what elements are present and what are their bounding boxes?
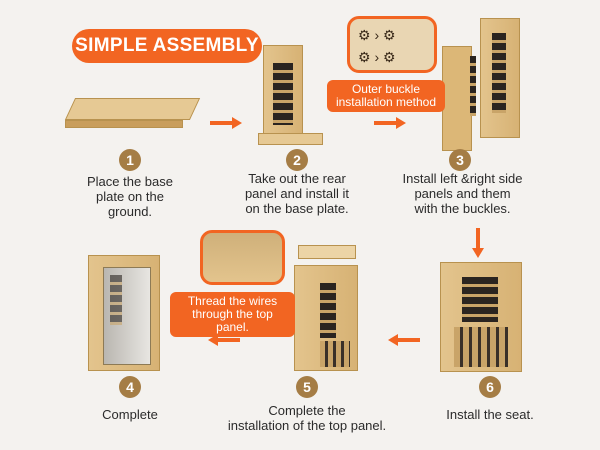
step-6-caption: Install the seat. xyxy=(446,407,534,422)
top-panel-illustration xyxy=(290,245,365,373)
step-1-badge: 1 xyxy=(119,149,141,171)
step-2-caption: Take out the rear panel and install it o… xyxy=(244,171,350,216)
step-1-caption: Place the base plate on the ground. xyxy=(86,174,173,219)
seat-illustration xyxy=(440,262,525,374)
buckle-detail-bubble: ⚙ › ⚙ ⚙ › ⚙ xyxy=(347,16,437,73)
step-3-caption: Install left &right side panels and them… xyxy=(402,171,523,216)
step-5-caption: Complete the installation of the top pan… xyxy=(227,403,387,433)
buckle-icon: ⚙ › ⚙ xyxy=(358,27,396,43)
step-5-badge: 5 xyxy=(296,376,318,398)
step-4-caption: Complete xyxy=(102,407,158,422)
arrow-right-icon xyxy=(374,117,406,129)
arrow-down-icon xyxy=(472,228,484,258)
rear-panel-illustration xyxy=(258,45,323,145)
step-2-badge: 2 xyxy=(286,149,308,171)
cabinet-sides-illustration xyxy=(440,18,525,153)
buckle-callout: Outer buckle installation method xyxy=(327,80,445,112)
wires-callout: Thread the wires through the top panel. xyxy=(170,292,295,337)
complete-sauna-illustration xyxy=(88,255,163,373)
base-plate-illustration xyxy=(64,98,201,130)
step-4-badge: 4 xyxy=(119,376,141,398)
arrow-left-icon xyxy=(208,334,240,346)
page-title: SIMPLE ASSEMBLY xyxy=(72,29,262,63)
wires-detail-bubble xyxy=(200,230,285,285)
buckle-icon: ⚙ › ⚙ xyxy=(358,49,396,65)
step-3-badge: 3 xyxy=(449,149,471,171)
arrow-right-icon xyxy=(210,117,242,129)
arrow-left-icon xyxy=(388,334,420,346)
step-6-badge: 6 xyxy=(479,376,501,398)
